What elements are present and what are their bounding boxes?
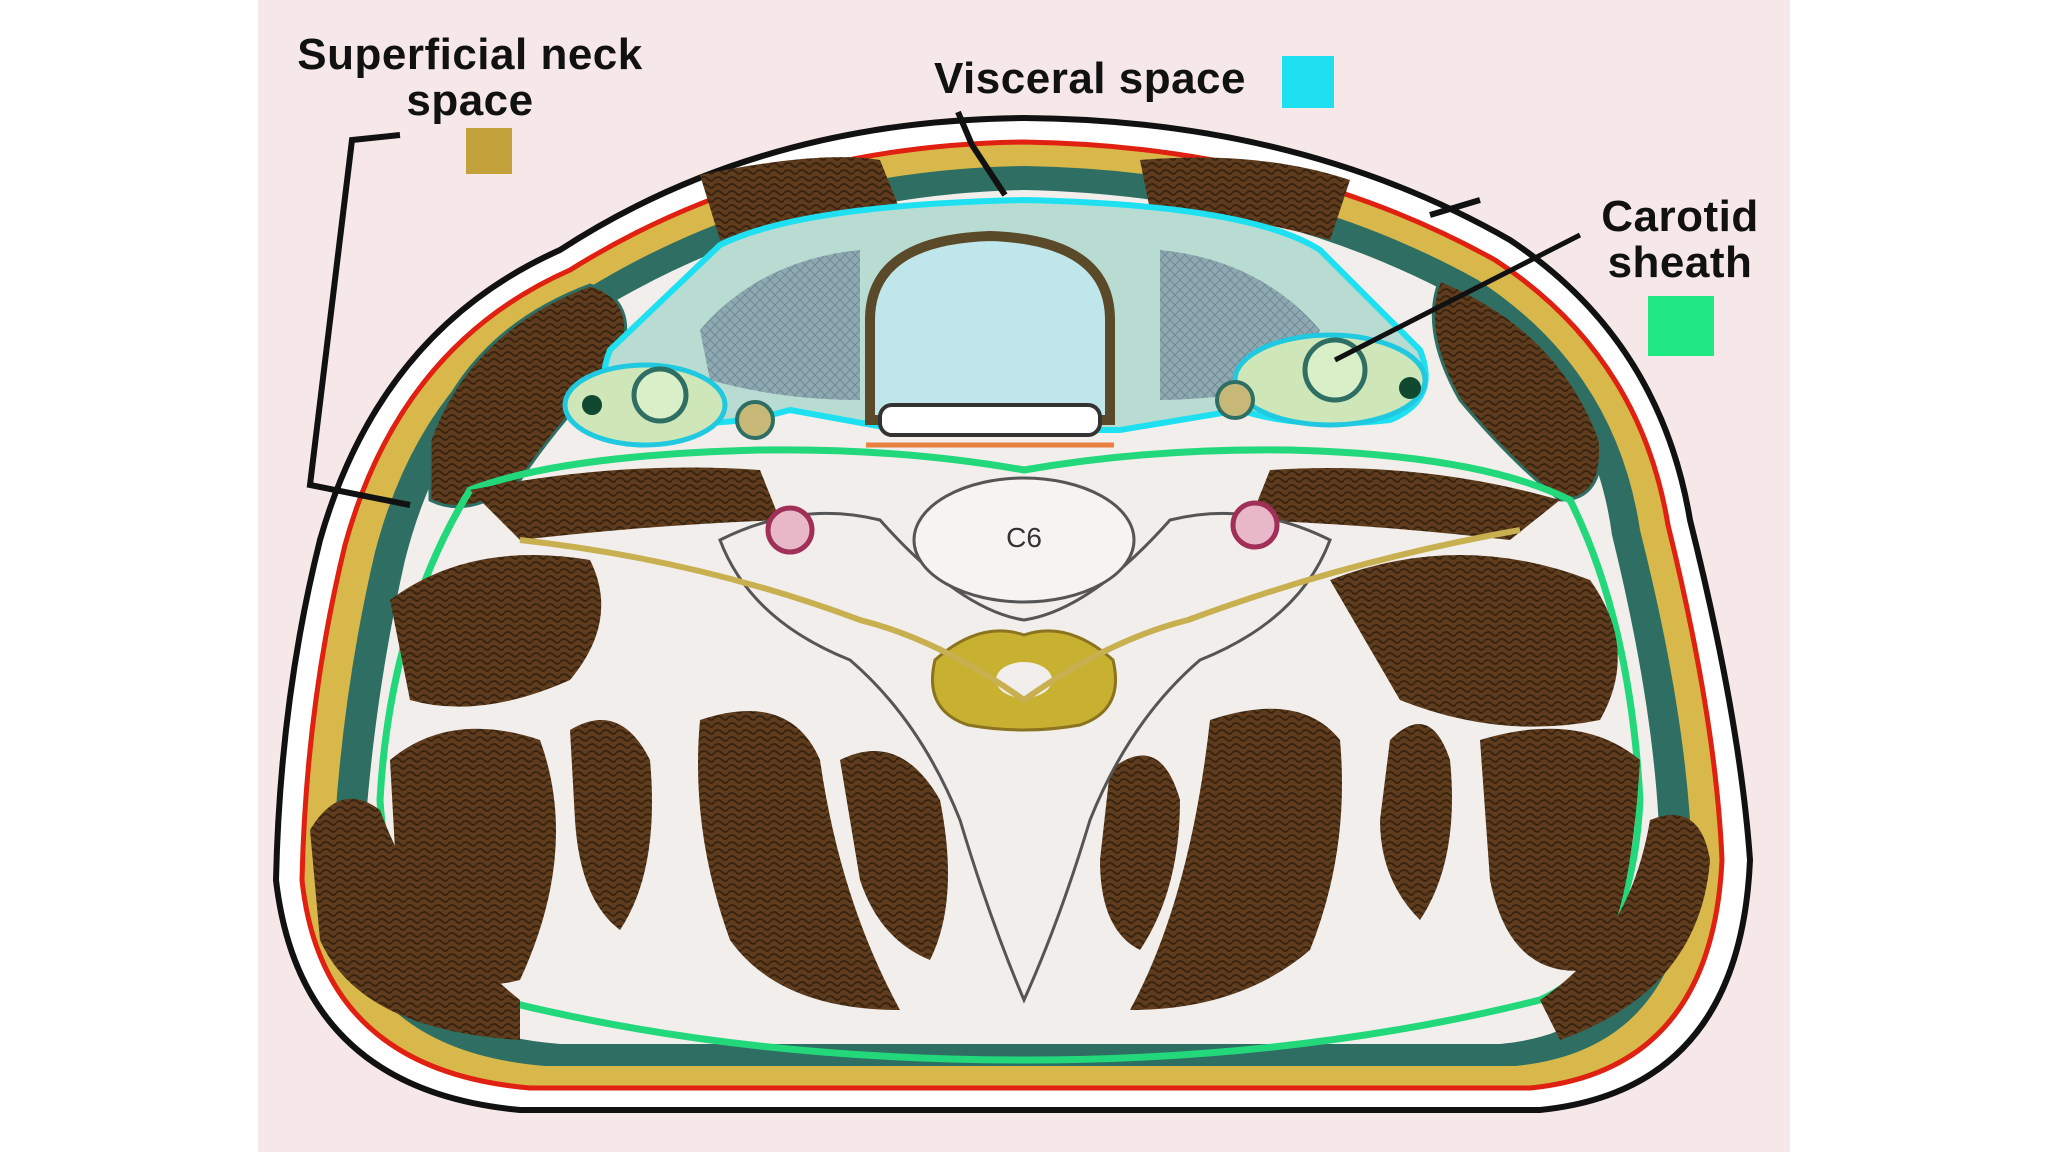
trachea <box>865 230 1115 425</box>
sternocleidomastoid-right <box>1431 278 1602 502</box>
superficial-swatch <box>466 128 512 174</box>
posterior-muscle-left-3 <box>698 711 900 1010</box>
carotid-artery-right <box>1215 380 1255 420</box>
visceral-swatch <box>1282 56 1334 108</box>
vertebral-arch <box>718 511 1332 1004</box>
thyroid-lobe-left <box>700 250 860 400</box>
strap-muscles-left <box>700 157 900 240</box>
scalene-left <box>390 555 602 707</box>
posterior-muscle-left-4 <box>840 751 948 960</box>
nerve-roots <box>519 527 1521 704</box>
vertebral-body-c6 <box>912 476 1136 604</box>
carotid-swatch <box>1648 296 1714 356</box>
carotid-sheath-label: Carotid sheath <box>1580 194 1780 286</box>
carotid-artery-left <box>735 400 775 440</box>
vagus-left <box>582 395 602 415</box>
vertebra-label: C6 <box>1006 522 1042 553</box>
posterior-muscle-right-1 <box>1480 728 1640 971</box>
longus-colli-right <box>1250 468 1560 540</box>
investing-fascia-pointer <box>1429 197 1481 218</box>
posterior-muscle-right-4 <box>1100 755 1180 950</box>
superficial-space-label: Superficial neck space <box>270 32 670 124</box>
visceral-space-label: Visceral space <box>934 54 1246 103</box>
carotid-pointer <box>1333 232 1582 363</box>
carotid-sheath-label-line1: Carotid <box>1601 192 1759 241</box>
superficial-space-label-line1: Superficial neck <box>297 30 643 79</box>
longus-colli-left <box>470 467 780 540</box>
vertebral-artery-left <box>765 505 815 555</box>
posterior-muscle-right-2 <box>1380 724 1452 920</box>
carotid-sheath-label-line2: sheath <box>1607 238 1753 287</box>
spinal-cord-center <box>996 662 1052 698</box>
trapezius-left <box>310 798 520 1040</box>
posterior-muscle-right-3 <box>1130 708 1342 1010</box>
internal-jugular-left <box>631 366 689 424</box>
scalene-right <box>1330 555 1618 727</box>
visceral-pointer <box>955 110 1008 197</box>
superficial-space-label-line2: space <box>406 76 534 125</box>
trapezius-right <box>1540 815 1710 1040</box>
posterior-muscle-left-2 <box>570 720 652 930</box>
vertebral-artery-right <box>1230 500 1280 550</box>
esophagus <box>878 403 1102 437</box>
strap-muscles-right <box>1140 157 1350 240</box>
vagus-right <box>1399 377 1421 399</box>
superficial-bracket <box>306 132 411 508</box>
